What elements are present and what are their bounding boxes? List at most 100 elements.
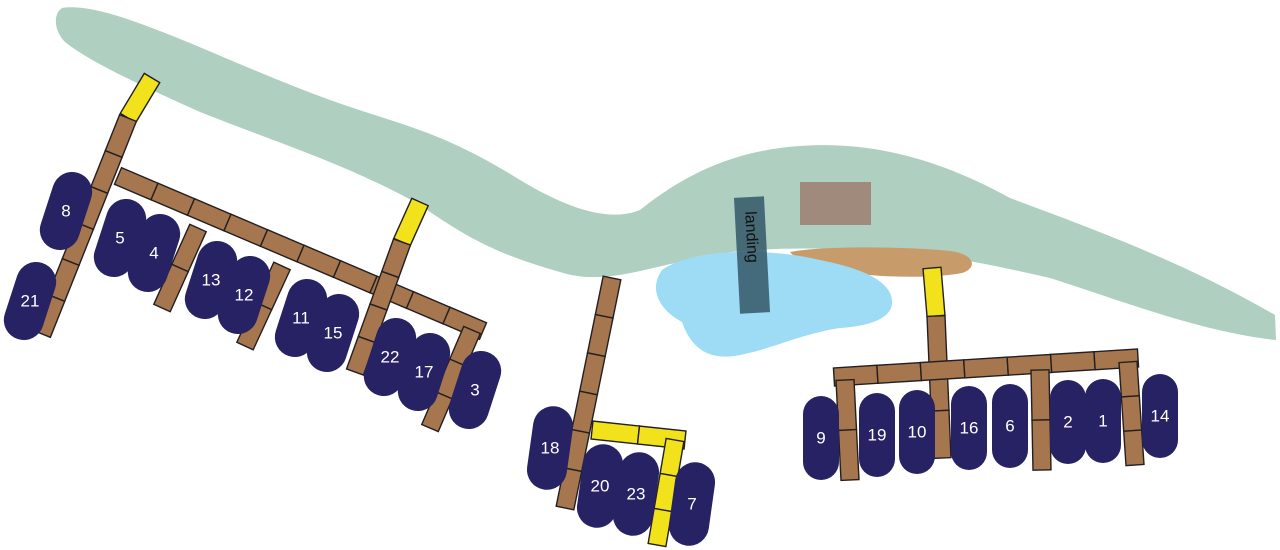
dock-a-finger-1 (152, 223, 208, 313)
boat-slip-14[interactable]: 14 (1142, 374, 1178, 458)
boat-shape (397, 332, 451, 412)
slip-number: 6 (1005, 417, 1014, 436)
boat-slip-20[interactable]: 20 (574, 442, 625, 531)
dock-c-finger-3 (1118, 360, 1145, 467)
dock-b-finger (647, 437, 685, 548)
boat-slip-1[interactable]: 1 (1085, 379, 1121, 463)
slip-number: 13 (202, 271, 221, 290)
dock-c-finger-1-plank (835, 378, 858, 432)
dock-a-finger-3-plank (420, 390, 454, 433)
dock-c-finger-1-plank (837, 428, 860, 482)
boat-slip-9[interactable]: 9 (803, 396, 839, 480)
dock-a-walkway-plank (223, 213, 269, 248)
boat-shape (576, 444, 624, 528)
slip-number: 12 (235, 286, 254, 305)
dock-b-stem-plank (594, 275, 622, 319)
dock-c-finger-2-plank (1031, 419, 1052, 471)
dock-c-end (922, 266, 946, 318)
dock-b-walkway-plank (590, 420, 641, 445)
boat-shape (612, 452, 660, 536)
boat-slip-21[interactable]: 21 (0, 257, 61, 345)
dock-a-walkway-plank (150, 182, 196, 217)
dock-a2-stem-plank (380, 238, 412, 279)
slip-number: 17 (415, 363, 434, 382)
dock-a2-end (392, 197, 430, 247)
dock-a-walkway-plank (405, 290, 451, 325)
slip-number: 8 (61, 202, 70, 221)
slip-number: 11 (292, 309, 310, 328)
landing-label: landing (741, 211, 761, 263)
dock-c-stem-plank (926, 314, 948, 365)
boat-slip-2[interactable]: 2 (1050, 380, 1086, 464)
slip-number: 10 (908, 423, 927, 442)
dock-c-finger-3-plank (1120, 394, 1143, 433)
boat-slip-4[interactable]: 4 (123, 209, 186, 297)
dock-a-walkway-plank (259, 228, 305, 263)
dock-c-finger-1 (835, 378, 860, 482)
landing-ramp: landing (733, 196, 771, 314)
boat-slip-19[interactable]: 19 (859, 393, 895, 477)
dock-a-walkway-plank (296, 244, 342, 279)
slip-number: 23 (627, 485, 646, 504)
dock-a-end (119, 72, 161, 124)
dock-a-stem-plank (90, 149, 123, 195)
boat-slip-17[interactable]: 17 (393, 328, 456, 416)
boat-shape (1142, 374, 1178, 458)
slip-number: 7 (687, 495, 696, 514)
dock-a-stem-plank (104, 113, 138, 159)
dock-b-finger-plank (647, 507, 673, 548)
dock-c-walkway (832, 348, 1140, 387)
boat-slip-12[interactable]: 12 (213, 251, 276, 339)
boat-shape (859, 393, 895, 477)
boat-shape (803, 396, 839, 480)
boat-shape (899, 390, 935, 474)
boat-shape (217, 255, 271, 335)
boat-slip-15[interactable]: 15 (302, 289, 365, 377)
slip-number: 21 (21, 292, 40, 311)
dock-c-finger-3-plank (1118, 360, 1141, 398)
slip-number: 18 (541, 439, 560, 458)
dock-a2-end-plank (392, 197, 430, 247)
slip-number: 22 (381, 348, 400, 367)
boat-shape (306, 293, 360, 373)
dock-c-walkway-plank (919, 359, 966, 382)
dock-a-end-plank (119, 72, 161, 124)
dock-c-walkway-plank (962, 356, 1010, 379)
dock-a-walkway-plank (113, 166, 159, 201)
boat-slip-6[interactable]: 6 (992, 384, 1028, 468)
dock-b-stem-plank (578, 352, 606, 396)
boat-shape (1085, 379, 1121, 463)
dock-b-stem-plank (586, 313, 614, 358)
pond (655, 251, 893, 357)
boat-shape (526, 406, 574, 490)
boat-shape (448, 350, 502, 430)
boat-slip-16[interactable]: 16 (951, 386, 987, 470)
docks (32, 72, 1145, 548)
dock-c-finger-2 (1030, 369, 1052, 471)
slip-number: 15 (324, 324, 343, 343)
boat-shape (668, 462, 716, 546)
slip-number: 3 (470, 381, 479, 400)
slip-number: 19 (868, 426, 887, 445)
boat-slip-10[interactable]: 10 (899, 390, 935, 474)
slip-number: 4 (149, 244, 158, 263)
boat-slip-23[interactable]: 23 (610, 450, 661, 539)
boat-shape (39, 171, 93, 251)
dock-c-finger-3-plank (1122, 429, 1145, 467)
dock-c-walkway-plank (1049, 350, 1096, 374)
slip-number: 16 (960, 419, 979, 438)
slip-number: 20 (591, 477, 610, 496)
dock-c-walkway-plank (876, 361, 923, 385)
boat-shape (992, 384, 1028, 468)
dock-c-end-plank (922, 266, 946, 318)
boat-slip-8[interactable]: 8 (35, 167, 98, 255)
building (800, 182, 871, 225)
dock-a-walkway-plank (332, 259, 378, 294)
boat-slip-18[interactable]: 18 (524, 404, 575, 493)
landing-rect (733, 196, 771, 314)
boat-slip-3[interactable]: 3 (444, 346, 507, 434)
boat-slip-7[interactable]: 7 (666, 460, 717, 549)
slip-number: 9 (816, 429, 825, 448)
